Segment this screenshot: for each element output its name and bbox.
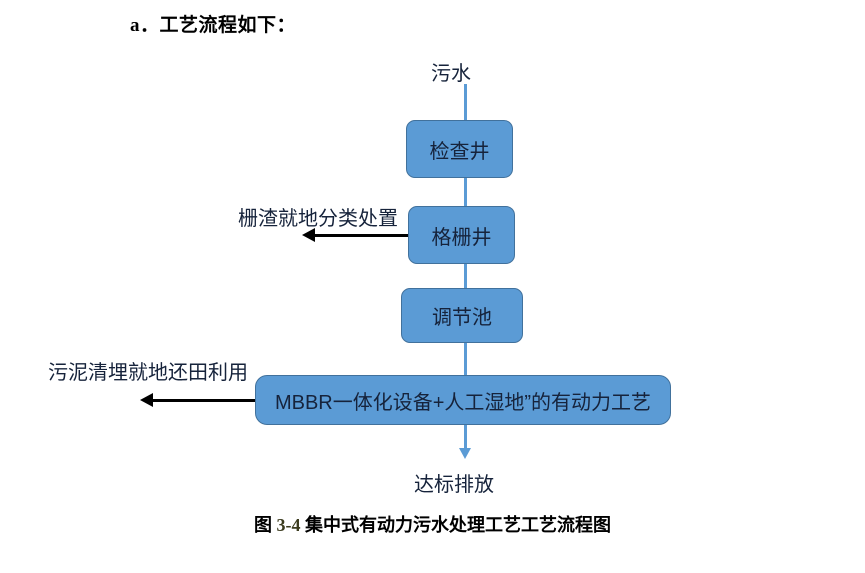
connector-outlet-arrowhead [459, 448, 471, 459]
figure-caption-text: 集中式有动力污水处理工艺工艺流程图 [305, 515, 611, 535]
side-arrow-screenings-line [314, 234, 409, 237]
connector-inlet-to-node1 [464, 84, 467, 121]
flow-node-mbbr-process[interactable]: MBBR一体化设备+人工湿地”的有动力工艺 [255, 375, 671, 425]
flow-outlet-label: 达标排放 [414, 474, 494, 496]
figure-caption-prefix: 图 [254, 515, 272, 535]
side-output-label-screenings: 栅渣就地分类处置 [238, 208, 398, 230]
page-heading: a．工艺流程如下： [130, 15, 297, 36]
flow-node-inspection-well[interactable]: 检查井 [406, 120, 513, 178]
flow-node-grating-well[interactable]: 格栅井 [408, 206, 515, 264]
connector-node3-to-node4 [464, 343, 467, 376]
side-arrow-sludge-line [152, 399, 256, 402]
side-output-label-sludge: 污泥清埋就地还田利用 [48, 362, 248, 384]
connector-node1-to-node2 [464, 178, 467, 207]
connector-node4-to-outlet [464, 425, 467, 450]
flow-inlet-label: 污水 [431, 63, 471, 85]
connector-node2-to-node3 [464, 264, 467, 288]
flow-node-regulating-tank[interactable]: 调节池 [401, 288, 523, 343]
side-arrow-sludge-head [140, 393, 153, 407]
figure-caption: 图 3-4 集中式有动力污水处理工艺工艺流程图 [0, 511, 865, 537]
side-arrow-screenings-head [302, 228, 315, 242]
figure-caption-number: 3-4 [276, 515, 301, 535]
